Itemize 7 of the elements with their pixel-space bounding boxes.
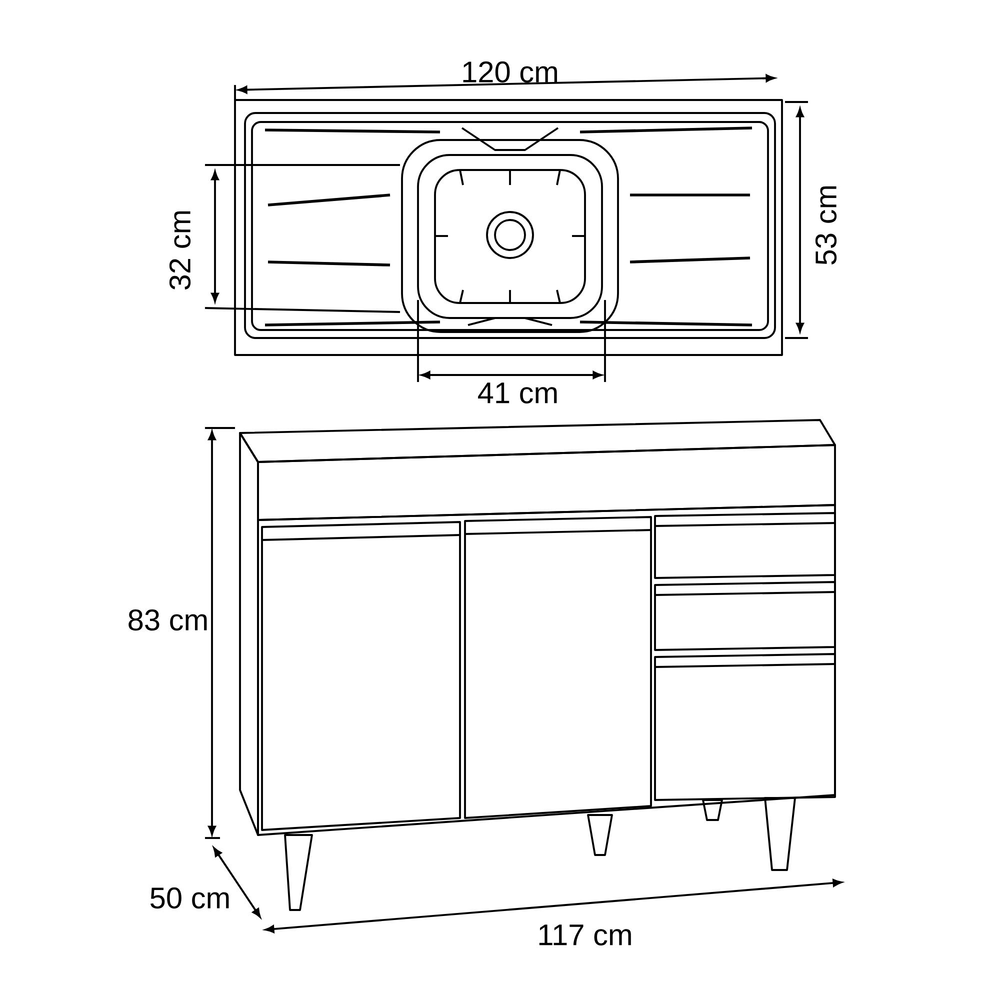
dimension-label: 41 cm xyxy=(478,382,557,404)
dimension-label: 50 cm xyxy=(150,887,229,909)
dimension-label: 53 cm xyxy=(815,186,837,264)
dimension-label: 32 cm xyxy=(169,211,191,290)
dimension-label: 120 cm xyxy=(463,61,557,83)
dimension-label: 83 cm xyxy=(128,609,207,631)
dimension-label: 117 cm xyxy=(539,924,631,946)
